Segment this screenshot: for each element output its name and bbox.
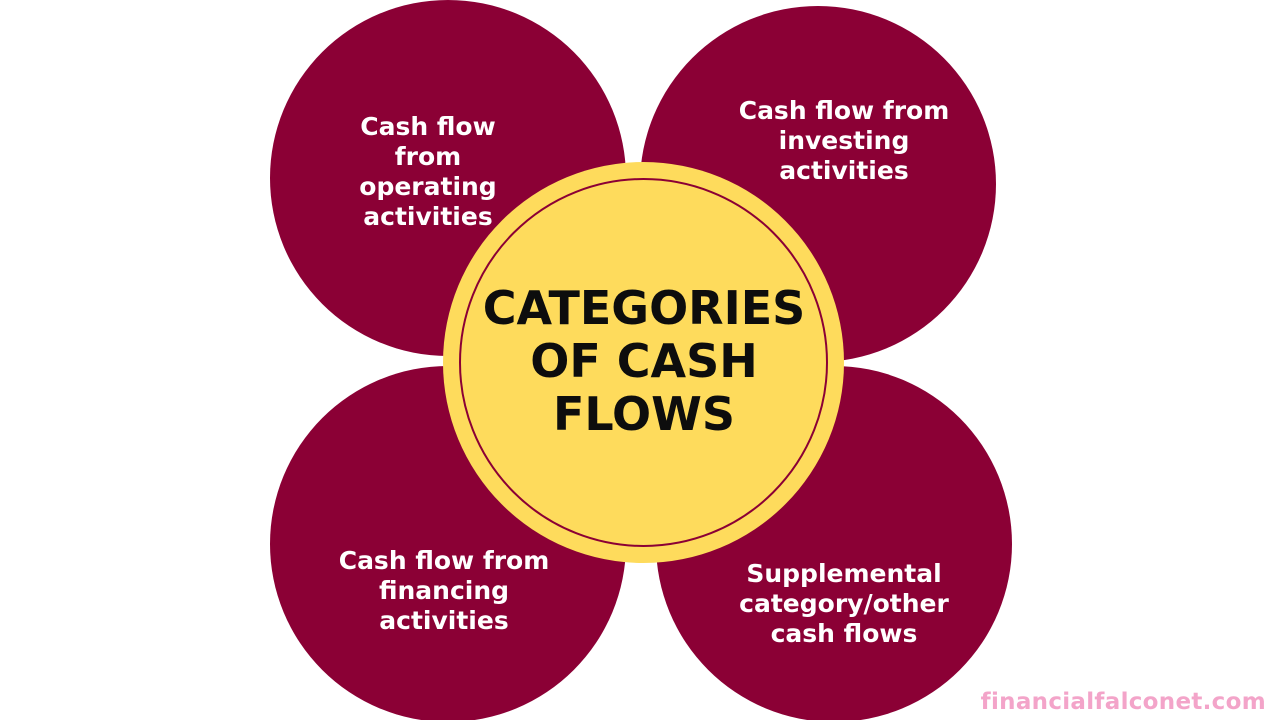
investing-activities-label: Cash flow from investing activities [738,96,950,185]
site-watermark: financialfalconet.com [980,689,1266,715]
financing-activities-label: Cash flow from financing activities [338,546,550,635]
supplemental-category-label: Supplemental category/other cash flows [739,559,949,648]
center-inner-ring [459,178,828,547]
center-circle [443,162,844,563]
center-title: CATEGORIES OF CASH FLOWS [482,281,806,441]
operating-activities-label: Cash flow from operating activities [359,112,497,231]
